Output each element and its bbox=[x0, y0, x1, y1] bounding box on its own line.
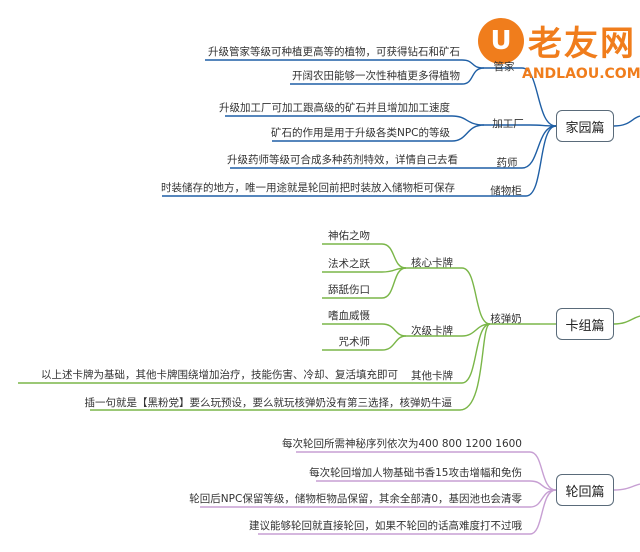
home-branch-lines bbox=[162, 59, 640, 197]
home-leaf: 升级药师等级可合成多种药剂特效，详情自己去看 bbox=[227, 154, 458, 166]
cycle-branch-lines bbox=[200, 451, 640, 535]
home-leaf: 矿石的作用是用于升级各类NPC的等级 bbox=[270, 127, 450, 139]
logo-name: 老友网 bbox=[528, 24, 636, 64]
card-section-title: 卡组篇 bbox=[565, 318, 605, 334]
card-leaf: 舔舐伤口 bbox=[328, 284, 370, 296]
home-section-node: 家园篇 bbox=[556, 110, 614, 142]
cycle-leaf: 每次轮回增加人物基础书香15攻击增幅和免伤 bbox=[309, 467, 522, 479]
card-note: 插一句就是【黑粉党】要么玩预设，要么就玩核弹奶没有第三选择，核弹奶牛逼 bbox=[84, 397, 453, 409]
home-leaf: 开阔农田能够一次性种植更多得植物 bbox=[292, 70, 460, 82]
card-section-node: 卡组篇 bbox=[556, 308, 614, 340]
card-branch-core: 核心卡牌 bbox=[411, 257, 453, 269]
site-logo: U 老友网 ANDLAOU.COM bbox=[470, 12, 640, 92]
home-branch-locker: 储物柜 bbox=[490, 185, 522, 197]
home-section-title: 家园篇 bbox=[565, 120, 605, 136]
cycle-leaf: 轮回后NPC保留等级，储物柜物品保留，其余全部清0，基因池也会清零 bbox=[189, 493, 522, 505]
home-leaf: 升级管家等级可种植更高等的植物，可获得钻石和矿石 bbox=[208, 46, 460, 58]
card-leaf: 嗜血威慑 bbox=[328, 310, 370, 322]
card-leaf: 法术之跃 bbox=[328, 258, 370, 270]
logo-mark-icon: U bbox=[478, 18, 524, 64]
card-branch-other: 其他卡牌 bbox=[411, 370, 453, 382]
cycle-section-node: 轮回篇 bbox=[556, 474, 614, 506]
card-branch-secondary: 次级卡牌 bbox=[411, 325, 453, 337]
cycle-leaf: 建议能够轮回就直接轮回，如果不轮回的话高难度打不过哦 bbox=[249, 520, 522, 532]
cycle-leaf: 每次轮回所需神秘序列依次为400 800 1200 1600 bbox=[281, 438, 522, 450]
home-leaf: 时装储存的地方，唯一用途就是轮回前把时装放入储物柜可保存 bbox=[161, 182, 455, 194]
card-hub-label: 核弹奶 bbox=[490, 313, 522, 325]
home-leaf: 升级加工厂可加工跟高级的矿石并且增加加工速度 bbox=[219, 102, 450, 114]
card-leaf: 以上述卡牌为基础，其他卡牌围绕增加治疗，技能伤害、冷却、复活填充即可 bbox=[41, 369, 398, 381]
home-branch-pharmacist: 药师 bbox=[496, 157, 518, 169]
home-branch-butler: 管家 bbox=[493, 61, 515, 73]
card-branch-lines bbox=[18, 243, 640, 411]
card-leaf: 咒术师 bbox=[338, 336, 371, 348]
logo-domain: ANDLAOU.COM bbox=[522, 66, 640, 82]
cycle-section-title: 轮回篇 bbox=[565, 484, 605, 500]
home-branch-factory: 加工厂 bbox=[492, 118, 524, 130]
card-leaf: 神佑之吻 bbox=[328, 230, 370, 242]
